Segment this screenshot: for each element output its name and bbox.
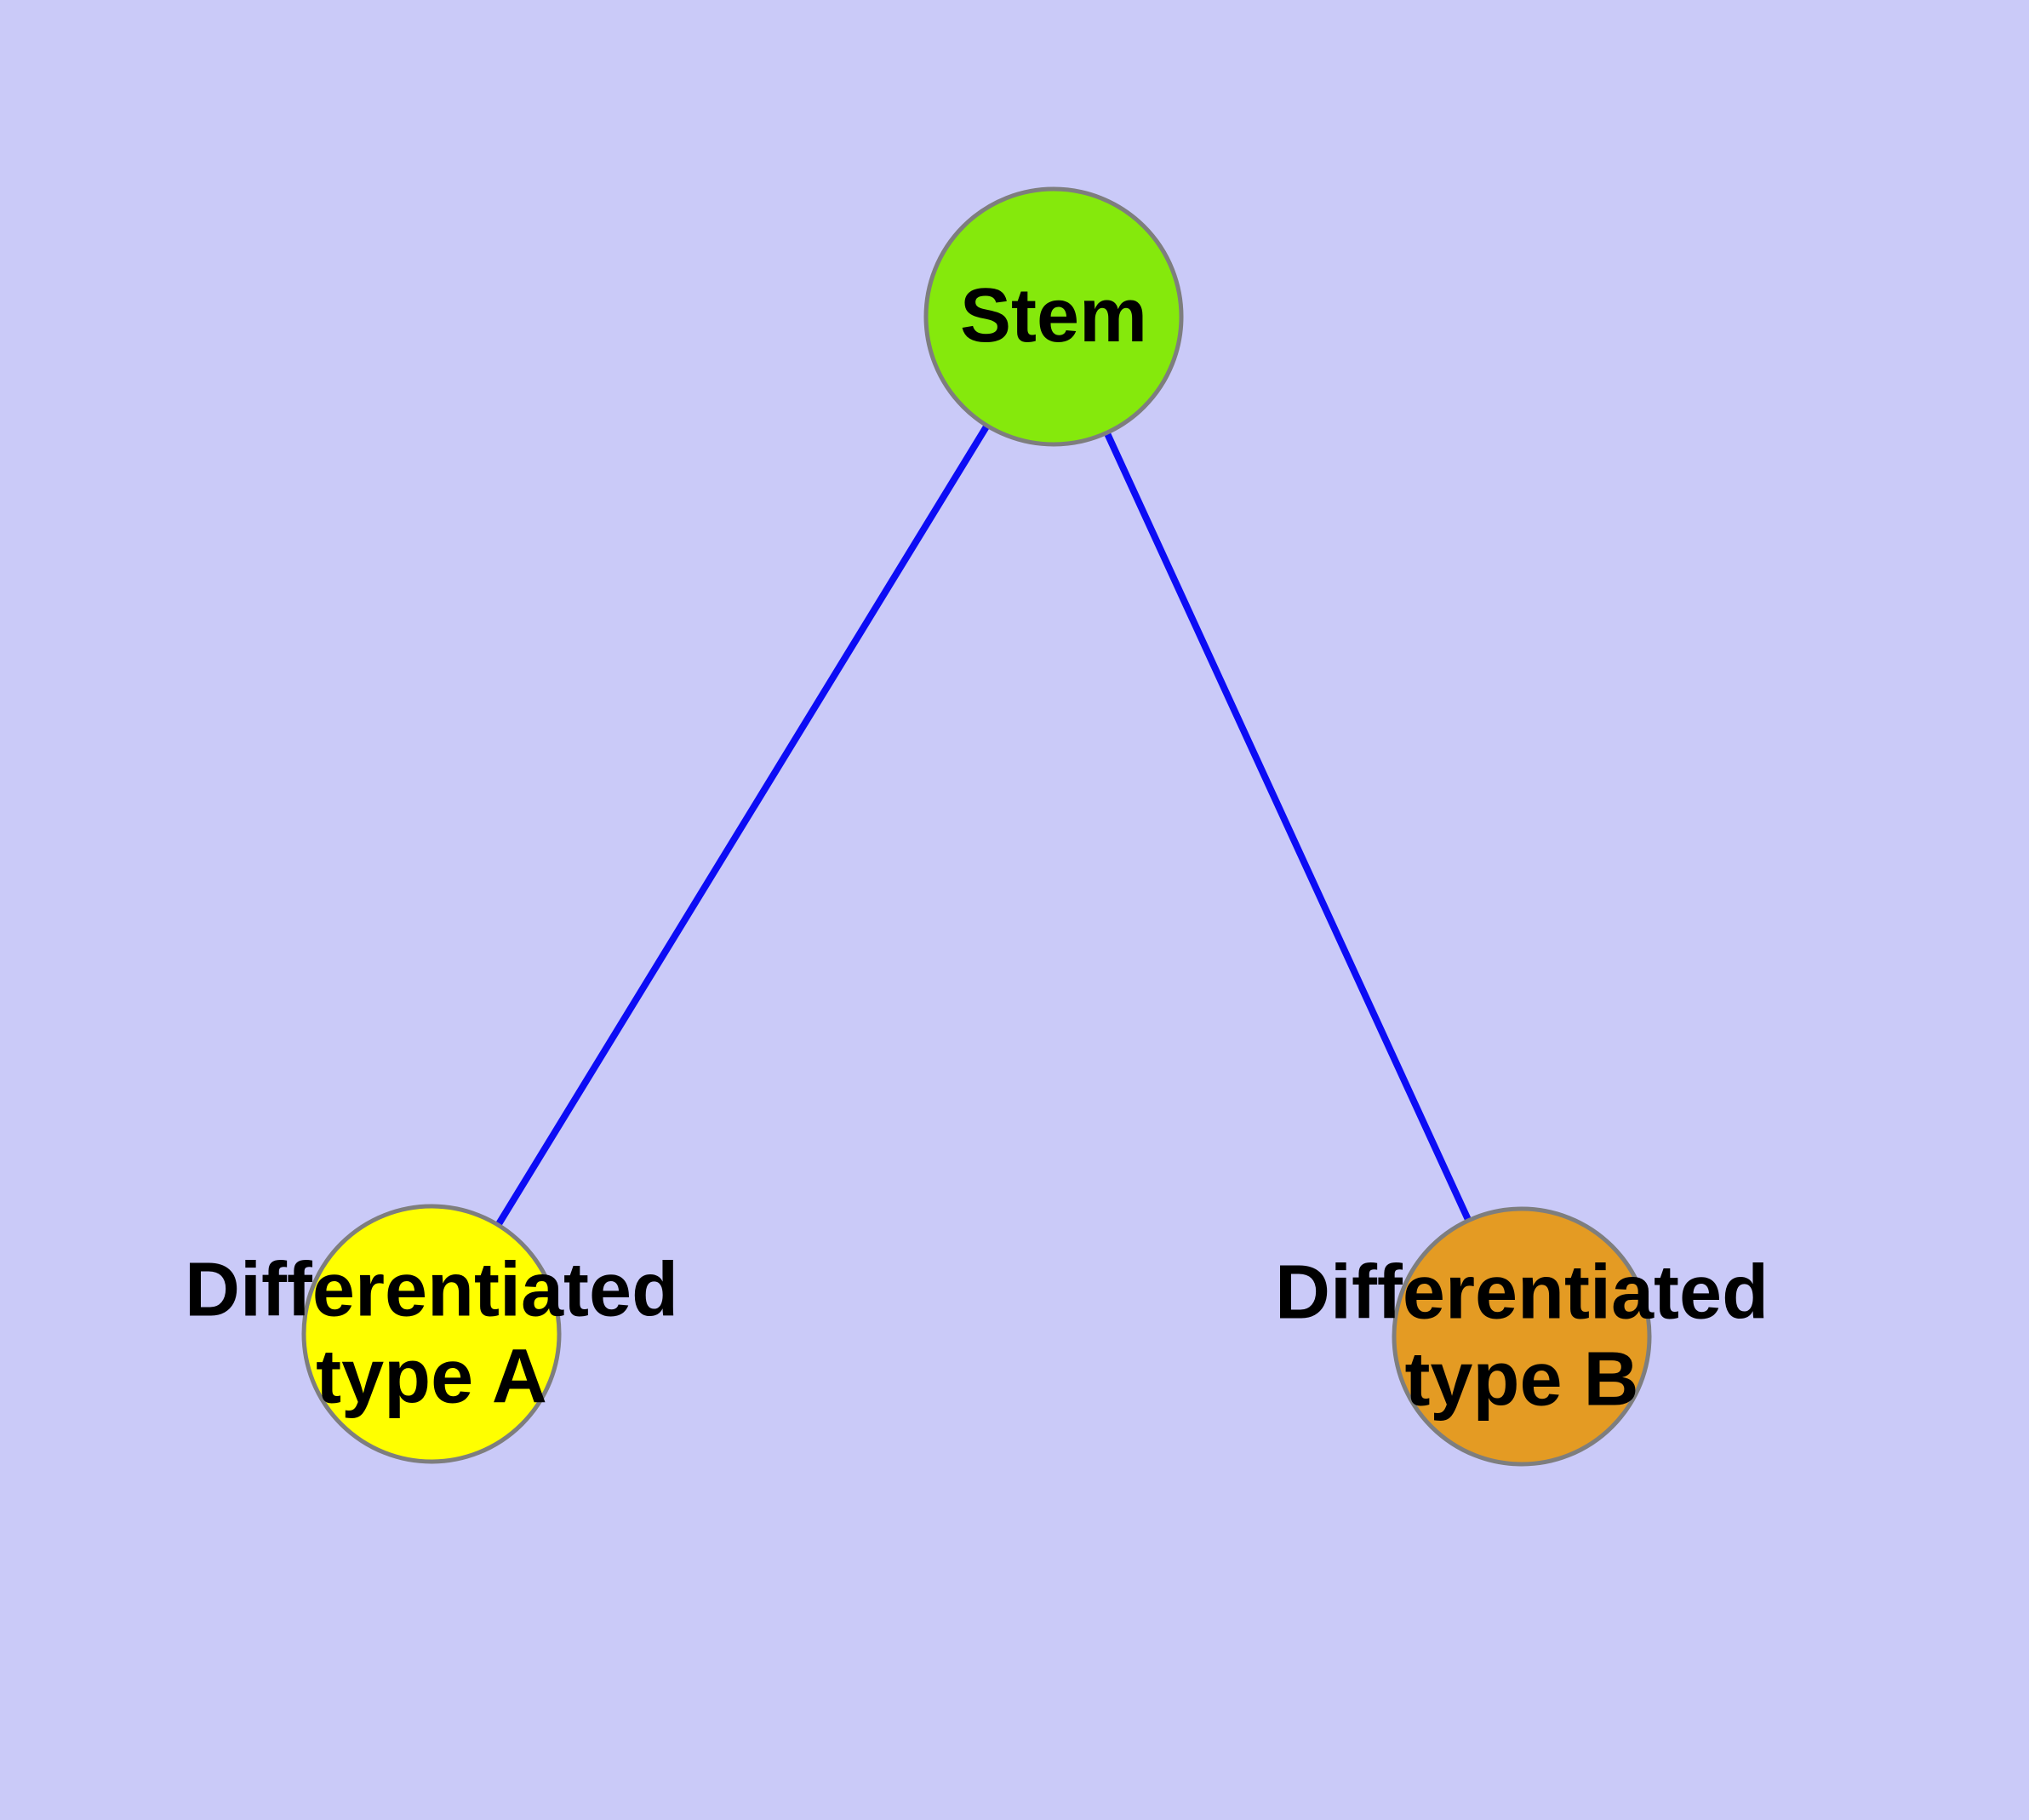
edge-stem-to-type-b	[1050, 315, 1525, 1338]
node-stem-label: Stem	[959, 273, 1148, 359]
node-type-a-label: Differentiated type A	[184, 1247, 679, 1419]
edge-stem-to-type-a	[428, 314, 1057, 1336]
node-type-b-circle	[1392, 1206, 1652, 1467]
node-type-a-circle	[301, 1204, 562, 1464]
node-stem-circle	[923, 186, 1184, 447]
node-type-b-label: Differentiated type B	[1274, 1250, 1769, 1422]
